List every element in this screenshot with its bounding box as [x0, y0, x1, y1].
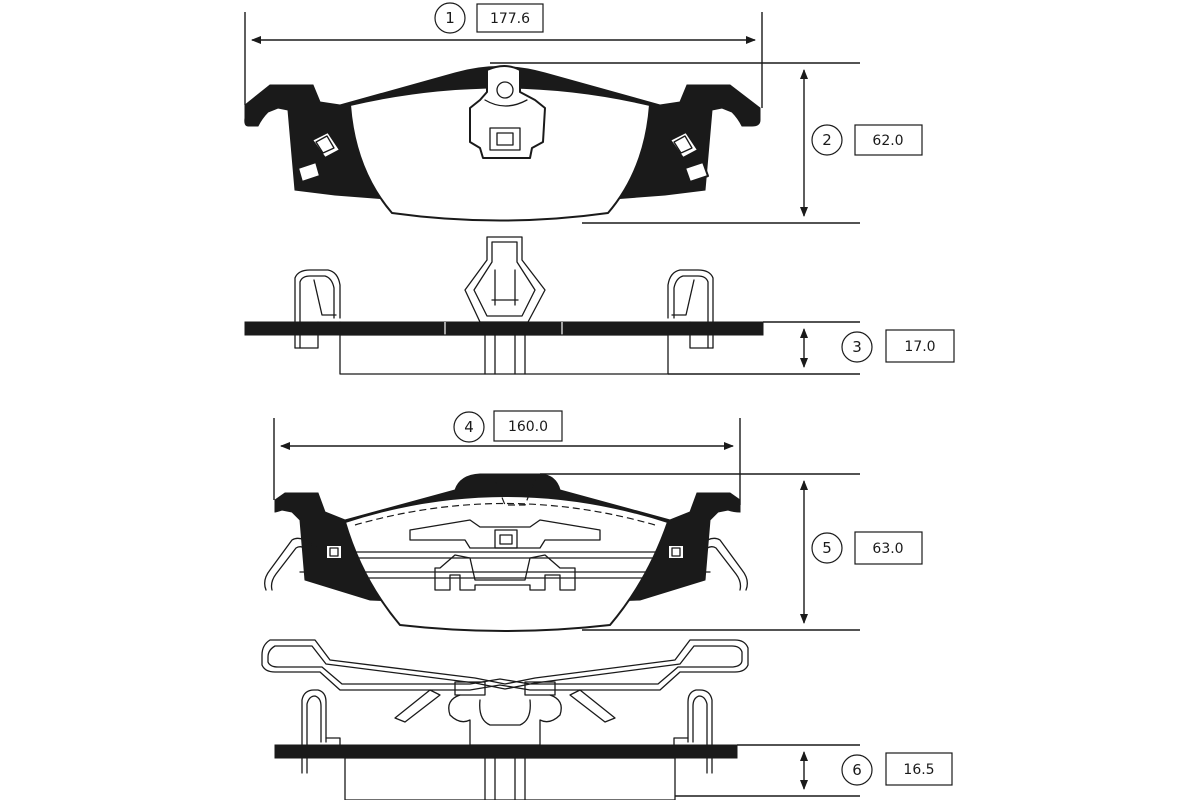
pad2-left-clip — [325, 544, 343, 560]
pad2-side-spring-frame — [261, 639, 749, 691]
pad1-side-center-spring — [464, 236, 546, 323]
pad2-side-center-stub — [484, 757, 526, 800]
dimension-6-index: 6 — [852, 761, 862, 779]
dimension-1: 1 177.6 — [244, 2, 763, 108]
pad2-side-backing-plate — [274, 744, 738, 759]
pad2-side-view — [261, 639, 749, 800]
pad1-right-clip — [669, 131, 709, 183]
pad1-front-view — [244, 65, 761, 222]
dimension-4-value: 160.0 — [508, 419, 548, 435]
dimension-3-index: 3 — [852, 338, 862, 356]
pad2-friction-material — [344, 495, 669, 632]
pad2-side-right-spring — [673, 689, 713, 774]
dimension-5-value: 63.0 — [872, 541, 903, 557]
dimension-1-value: 177.6 — [490, 11, 530, 27]
pad1-side-right-spring — [667, 269, 714, 349]
pad1-side-left-spring — [294, 269, 341, 349]
dimension-2: 2 62.0 — [490, 62, 923, 224]
pad2-side-friction-block — [344, 757, 676, 800]
pad1-left-clip — [297, 131, 341, 183]
pad2-right-clip — [667, 544, 685, 560]
pad2-spring-wire — [264, 537, 748, 591]
dimension-3-value: 17.0 — [904, 339, 935, 355]
dimension-4: 4 160.0 — [273, 410, 741, 505]
pad1-side-backing-plate — [244, 321, 764, 336]
pad1-center-clip — [469, 65, 546, 159]
dimension-2-index: 2 — [822, 131, 832, 149]
pad1-side-friction-block — [339, 334, 669, 375]
dimension-6-value: 16.5 — [903, 762, 934, 778]
dimension-6: 6 16.5 — [675, 744, 953, 797]
pad2-center-bracket — [409, 519, 601, 591]
dimension-1-index: 1 — [445, 9, 455, 27]
dimension-5-index: 5 — [822, 539, 832, 557]
dimension-4-index: 4 — [464, 418, 474, 436]
pad1-side-view — [244, 236, 764, 375]
dimension-3: 3 17.0 — [668, 321, 955, 375]
pad2-side-center-clips — [394, 681, 616, 746]
dimension-5: 5 63.0 — [540, 473, 923, 631]
pad2-front-view — [264, 473, 748, 632]
pad2-side-left-spring — [301, 689, 341, 774]
pad2-center-notch — [469, 477, 556, 506]
pad1-side-center-stub — [484, 334, 526, 375]
dimension-2-value: 62.0 — [872, 133, 903, 149]
